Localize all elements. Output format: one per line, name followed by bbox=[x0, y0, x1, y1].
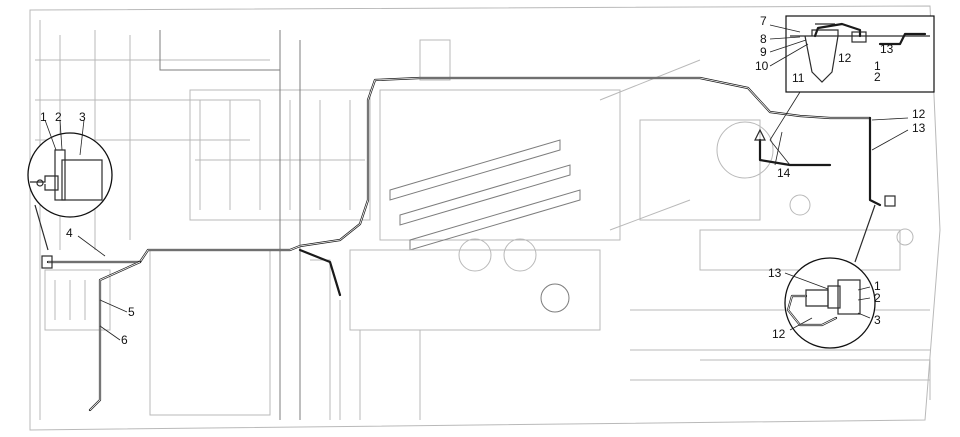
top-right-detail-view bbox=[769, 15, 935, 141]
left-detail-view bbox=[27, 119, 113, 251]
callout-6: 6 bbox=[121, 333, 128, 347]
callout-br-2: 2 bbox=[874, 291, 881, 305]
callout-tr-2: 2 bbox=[874, 70, 881, 84]
callout-br-12: 12 bbox=[772, 327, 786, 341]
callout-tr-12: 12 bbox=[838, 51, 852, 65]
callout-13: 13 bbox=[912, 121, 926, 135]
callout-14: 14 bbox=[777, 166, 791, 180]
callout-tr-10: 10 bbox=[755, 59, 769, 73]
callout-tr-13: 13 bbox=[880, 42, 894, 56]
callout-br-13: 13 bbox=[768, 266, 782, 280]
hose-fitting bbox=[884, 195, 896, 207]
callout-12: 12 bbox=[912, 107, 926, 121]
callout-tr-8: 8 bbox=[760, 32, 767, 46]
hose-lines bbox=[41, 76, 896, 412]
callout-5: 5 bbox=[128, 305, 135, 319]
hose-fitting bbox=[41, 255, 53, 269]
callout-left-2: 2 bbox=[55, 110, 62, 124]
callout-tr-11: 11 bbox=[792, 71, 805, 85]
main-leaders bbox=[77, 117, 909, 341]
callout-br-3: 3 bbox=[874, 313, 881, 327]
callout-left-3: 3 bbox=[79, 110, 86, 124]
callout-labels: 1 2 3 4 5 6 7 8 9 10 11 12 13 1 2 12 13 … bbox=[40, 14, 926, 347]
callout-tr-1: 1 bbox=[874, 59, 881, 73]
bottom-right-detail-view bbox=[784, 204, 876, 349]
callout-4: 4 bbox=[66, 226, 73, 240]
machine-outline bbox=[29, 5, 941, 431]
callout-left-1: 1 bbox=[40, 110, 47, 124]
callout-tr-9: 9 bbox=[760, 45, 767, 59]
callout-br-1: 1 bbox=[874, 279, 881, 293]
callout-tr-7: 7 bbox=[760, 14, 767, 28]
